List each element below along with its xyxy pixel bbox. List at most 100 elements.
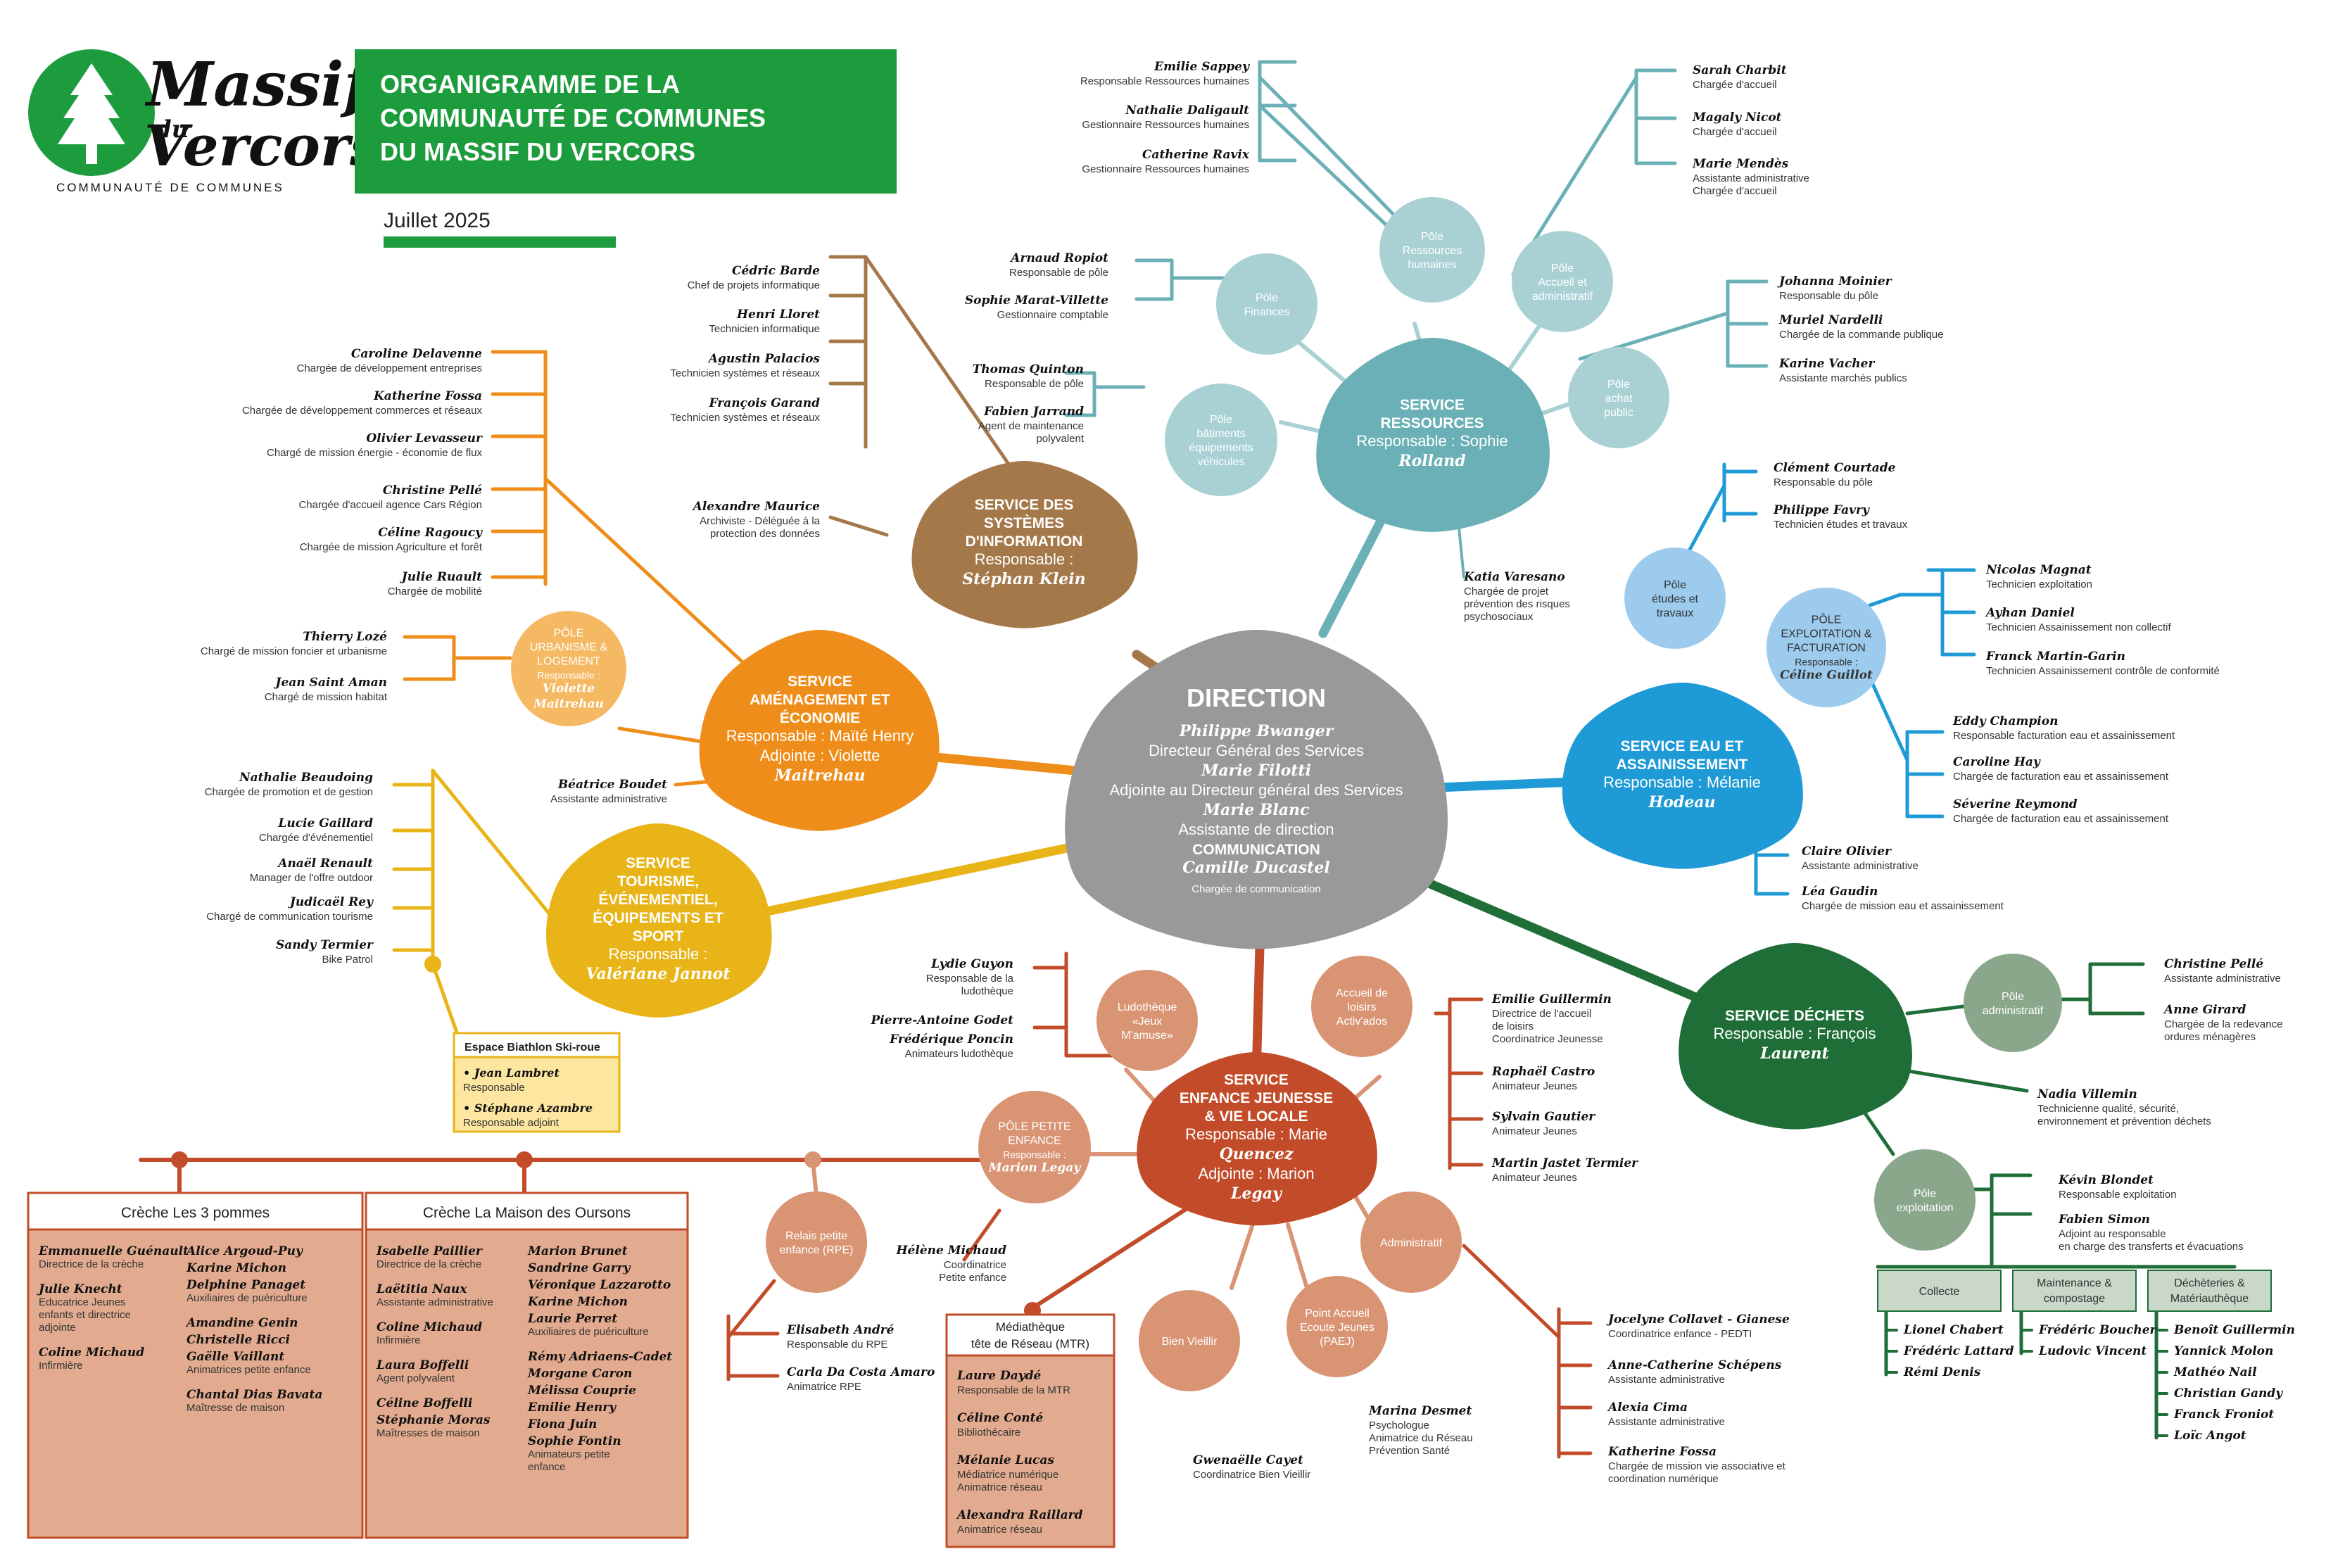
eau-line: Hodeau xyxy=(1648,793,1715,811)
creche-person: Chantal Dias Bavata xyxy=(187,1388,322,1402)
person-role: Chargée de développement entreprises xyxy=(296,362,482,374)
dechets-person: Mathéo Nail xyxy=(2173,1365,2257,1379)
pole_achat-line: Pôle xyxy=(1607,379,1630,391)
pole_urbanisme-node[interactable] xyxy=(511,611,626,726)
creche-role: Auxiliaires de puériculture xyxy=(187,1292,308,1304)
person-role: Chargée de mission Agriculture et forêt xyxy=(300,541,483,553)
bien_vieillir-node[interactable] xyxy=(1139,1290,1240,1391)
pole_accueil-line: administratif xyxy=(1532,291,1593,303)
person-name: Franck Martin-Garin xyxy=(1985,650,2125,664)
person-name: Clément Courtade xyxy=(1774,461,1896,475)
ludotheque-node[interactable] xyxy=(1096,970,1198,1071)
person-name: Céline Ragoucy xyxy=(378,526,483,540)
pole_admin_dechets-node[interactable] xyxy=(1964,954,2062,1052)
enfance-line: & VIE LOCALE xyxy=(1204,1108,1308,1125)
person-role: Responsable exploitation xyxy=(2059,1189,2177,1201)
person-role: coordination numérique xyxy=(1608,1473,1719,1485)
pole_petite_enfance-node[interactable] xyxy=(978,1091,1091,1203)
dechets-person: Frédéric Boucher xyxy=(2038,1323,2157,1337)
rpe-node[interactable] xyxy=(766,1191,867,1293)
mediatheque-header xyxy=(945,1313,1115,1357)
administratif-node[interactable] xyxy=(1360,1191,1462,1293)
creche-role: Directrice de la crèche xyxy=(377,1258,481,1270)
tourisme-line: Responsable : xyxy=(609,945,708,963)
enfance-line: Responsable : Marie xyxy=(1185,1125,1327,1143)
person-name: Lucie Gaillard xyxy=(277,816,373,830)
tourisme-node[interactable] xyxy=(545,823,772,1018)
person-role: Technicien Assainissement contrôle de co… xyxy=(1986,665,2220,677)
person-role: Chargée de mission eau et assainissement xyxy=(1802,900,2004,912)
pole_urbanisme-line: URBANISME & xyxy=(530,642,608,654)
person-role: Animatrice du Réseau xyxy=(1369,1432,1473,1444)
pole_exploit_fact-node[interactable] xyxy=(1766,588,1886,707)
person-name: Sylvain Gautier xyxy=(1492,1110,1595,1124)
person-name: Caroline Delavenne xyxy=(351,347,482,361)
tourisme-line: SPORT xyxy=(633,928,684,944)
creche-person: Alice Argoud-Puy xyxy=(185,1244,303,1258)
connector-line xyxy=(1898,1068,2029,1093)
person-name: Julie Ruault xyxy=(400,570,482,584)
person-name: Christine Pellé xyxy=(383,483,482,498)
connector-line xyxy=(1230,1222,1255,1290)
pole_batiments-node[interactable] xyxy=(1165,384,1277,496)
mediatheque-role: Animatrice réseau xyxy=(957,1481,1042,1493)
person-role: Prévention Santé xyxy=(1369,1445,1450,1457)
dechets-node[interactable] xyxy=(1679,943,1912,1130)
creche-person: Christelle Ricci xyxy=(187,1333,290,1347)
person-role: Chargé de mission foncier et urbanisme xyxy=(201,645,387,657)
eau-node[interactable] xyxy=(1562,682,1803,869)
direction-line: Marie Filotti xyxy=(1201,761,1311,780)
ressources-line: Responsable : Sophie xyxy=(1356,432,1508,450)
creche-person: Karine Michon xyxy=(186,1261,286,1275)
creche-person: Sandrine Garry xyxy=(528,1261,631,1275)
pole_achat-node[interactable] xyxy=(1568,347,1669,448)
tourisme-line: ÉQUIPEMENTS ET xyxy=(593,910,723,926)
logo: Massif du Vercors COMMUNAUTÉ DE COMMUNES xyxy=(28,49,381,194)
person-role: polyvalent xyxy=(1036,433,1084,445)
creche-role: adjointe xyxy=(39,1322,76,1334)
person-role: Technicien exploitation xyxy=(1986,578,2092,590)
direction-node[interactable] xyxy=(1065,629,1448,949)
dechets-line: SERVICE DÉCHETS xyxy=(1725,1008,1864,1024)
person-name: Raphaël Castro xyxy=(1491,1065,1595,1079)
creche-person: Marion Brunet xyxy=(527,1244,628,1258)
accueil_loisirs-node[interactable] xyxy=(1311,956,1412,1057)
person-role: Chargée de la redevance xyxy=(2164,1018,2282,1030)
creche-role: Animatrices petite enfance xyxy=(187,1364,311,1376)
mediatheque-person: Mélanie Lucas xyxy=(956,1453,1054,1467)
pole_accueil-node[interactable] xyxy=(1512,231,1613,332)
mediatheque-role: Bibliothécaire xyxy=(957,1427,1020,1439)
person-role: Coordinatrice enfance - PEDTI xyxy=(1608,1328,1752,1340)
enfance-node[interactable] xyxy=(1137,1052,1377,1226)
pole_etudes-line: études et xyxy=(1652,593,1698,605)
tourisme-line: SERVICE xyxy=(626,855,690,871)
connector-line xyxy=(1286,1222,1311,1297)
si-node[interactable] xyxy=(911,460,1138,628)
person-name: Thierry Lozé xyxy=(303,630,387,644)
person-role: Animateur Jeunes xyxy=(1492,1125,1577,1137)
person-role: Psychologue xyxy=(1369,1420,1429,1431)
mediatheque-role: Médiatrice numérique xyxy=(957,1469,1058,1481)
biathlon-role: Responsable adjoint xyxy=(463,1117,560,1129)
person-role: Technicien études et travaux xyxy=(1774,519,1908,531)
connector-line xyxy=(431,769,558,924)
paej-node[interactable] xyxy=(1287,1276,1388,1377)
title-banner: ORGANIGRAMME DE LA COMMUNAUTÉ DE COMMUNE… xyxy=(355,49,897,248)
pole_exploit_dechets-node[interactable] xyxy=(1874,1149,1976,1251)
pole_finances-node[interactable] xyxy=(1216,253,1317,355)
dechets-person: Benoît Guillermin xyxy=(2173,1323,2295,1337)
person-role: Chargée d'accueil xyxy=(1693,126,1777,138)
enfance-line: SERVICE xyxy=(1224,1072,1289,1088)
person-name: Caroline Hay xyxy=(1953,755,2041,769)
pole_exploit_fact-line: Responsable : xyxy=(1795,657,1858,668)
amenagement-node[interactable] xyxy=(699,629,940,831)
pole_rh-node[interactable] xyxy=(1379,197,1485,303)
mediatheque-role: Animatrice réseau xyxy=(957,1524,1042,1536)
pole_urbanisme-line: Violette xyxy=(543,682,595,696)
amenagement-line: Adjointe : Violette xyxy=(760,747,880,764)
title-line-2: COMMUNAUTÉ DE COMMUNES xyxy=(380,103,766,132)
pole_etudes-node[interactable] xyxy=(1624,548,1726,649)
person-name: Sarah Charbit xyxy=(1693,63,1787,77)
creche-person: Véronique Lazzarotto xyxy=(528,1278,671,1292)
ressources-node[interactable] xyxy=(1316,337,1550,532)
